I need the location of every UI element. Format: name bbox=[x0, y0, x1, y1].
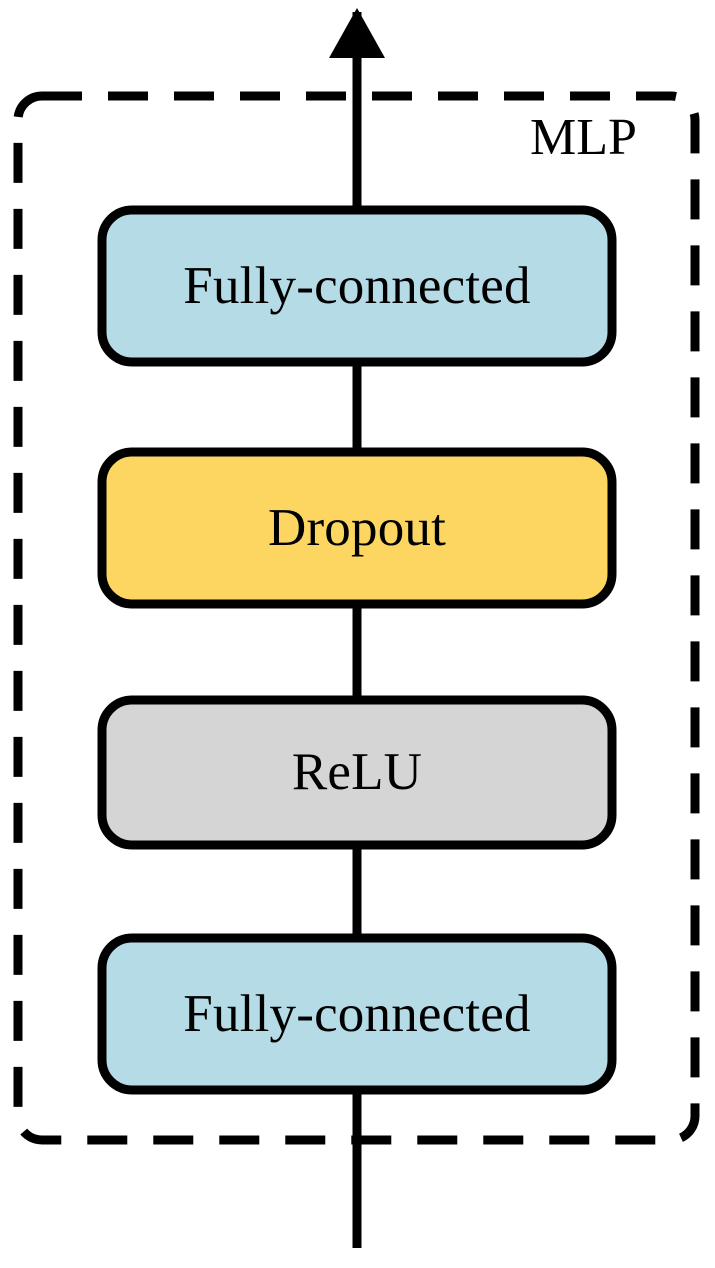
mlp-group-border bbox=[13, 91, 700, 1145]
node-fc-top[interactable] bbox=[97, 205, 617, 367]
node-fc-bottom[interactable] bbox=[97, 933, 617, 1095]
mlp-group-label: MLP bbox=[530, 109, 637, 166]
node-dropout[interactable] bbox=[97, 447, 617, 609]
output-arrowhead bbox=[329, 8, 385, 58]
node-relu[interactable] bbox=[97, 695, 617, 850]
